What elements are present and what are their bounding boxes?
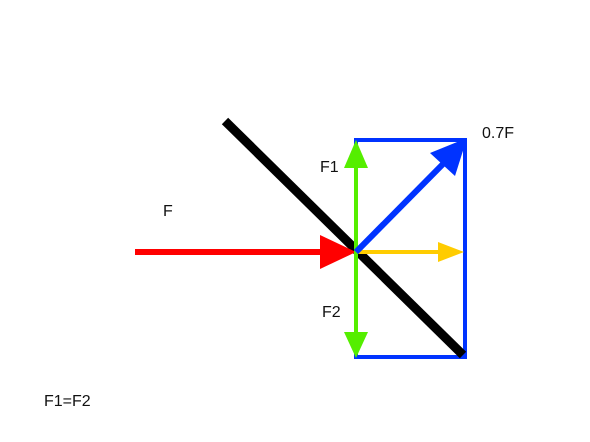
force-f1-label: F1 bbox=[320, 159, 339, 176]
transmitted-force-arrow bbox=[358, 242, 464, 262]
force-f1-arrow bbox=[344, 140, 368, 252]
resultant-force-arrow bbox=[353, 138, 467, 255]
inclined-surface bbox=[221, 117, 467, 359]
force-f-label: F bbox=[163, 203, 173, 220]
resultant-label: 0.7F bbox=[482, 125, 515, 142]
equation-label: F1=F2 bbox=[44, 393, 91, 410]
force-f-arrow bbox=[135, 235, 356, 269]
force-f2-arrow bbox=[344, 252, 368, 358]
force-f2-label: F2 bbox=[322, 304, 341, 321]
